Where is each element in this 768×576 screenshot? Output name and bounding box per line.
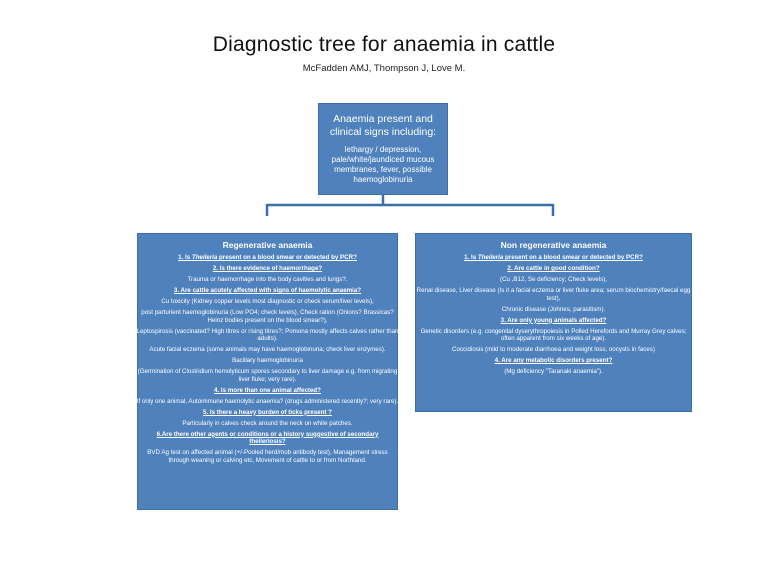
regen-question-2: 2. Is there evidence of haemorrhage? [212, 265, 323, 272]
regen-note: BVD Ag test on affected animal (+/-Poole… [147, 449, 388, 464]
root-node: Anaemia present and clinical signs inclu… [318, 103, 448, 195]
regen-note: Acute facial eczema (some animals may ha… [149, 346, 386, 353]
regen-note: Cu toxicity (Kidney copper levels most d… [161, 298, 374, 305]
non-regenerative-anaemia-node: Non regenerative anaemia 1. Is Theileria… [415, 233, 692, 412]
nonregen-question-2: 2. Are cattle in good condition? [507, 265, 600, 272]
regen-note: post parturient haemoglobinuria (Low PO4… [141, 309, 394, 324]
regen-note: Leptospirosis (vaccinated? High titres o… [136, 327, 399, 343]
nonregen-note: Chronic disease (Johnes, parasitism). [501, 305, 606, 313]
regen-note: Particularly in calves check around the … [182, 419, 353, 427]
regen-question-5: 5. Is there a heavy burden of ticks pres… [203, 408, 332, 416]
nonregen-question-4: 4. Are any metabolic disorders present? [494, 357, 613, 364]
regen-note: If only one animal, Autoimmune haemolyti… [136, 397, 399, 405]
non-regenerative-heading: Non regenerative anaemia [500, 240, 607, 250]
regen-note: (Germination of Clostridium hemolyticum … [137, 368, 398, 383]
regen-note: Trauma or haemorrhage into the body cavi… [187, 276, 348, 283]
regen-question-6: 6.Are there other agents or conditions o… [156, 430, 379, 446]
diagram-authors: McFadden AMJ, Thompson J, Love M. [302, 63, 466, 74]
regen-question-4: 4. Is more than one animal affected? [214, 386, 321, 394]
regen-note: Bacillary haemoglobinuria [232, 357, 303, 364]
nonregen-note: Genetic disorders (e.g. congenital dyser… [420, 327, 687, 343]
nonregen-note: (Cu ,B12, Se deficiency; Check levels), [500, 276, 607, 283]
root-node-heading: Anaemia present and clinical signs inclu… [329, 113, 437, 138]
regen-question-1: 1. Is Theileria present on a blood smear… [178, 254, 357, 261]
nonregen-note: (Mg deficiency "Taranaki anaemia"). [504, 368, 603, 375]
nonregen-note: Coccidiosis (mild to moderate diarrhoea … [452, 346, 655, 353]
regen-question-3: 3. Are cattle acutely affected with sign… [173, 287, 362, 294]
nonregen-question-3: 3. Are only young animals affected? [500, 316, 607, 324]
nonregen-note: Renal disease, Liver disease (Is it a fa… [416, 287, 691, 302]
nonregen-question-1: 1. Is Theileria present on a blood smear… [464, 254, 643, 261]
regenerative-heading: Regenerative anaemia [222, 240, 313, 250]
regenerative-anaemia-node: Regenerative anaemia 1. Is Theileria pre… [137, 233, 398, 510]
diagram-title: Diagnostic tree for anaemia in cattle [212, 33, 556, 56]
root-node-signs: lethargy / depression, pale/white/jaundi… [331, 145, 435, 184]
